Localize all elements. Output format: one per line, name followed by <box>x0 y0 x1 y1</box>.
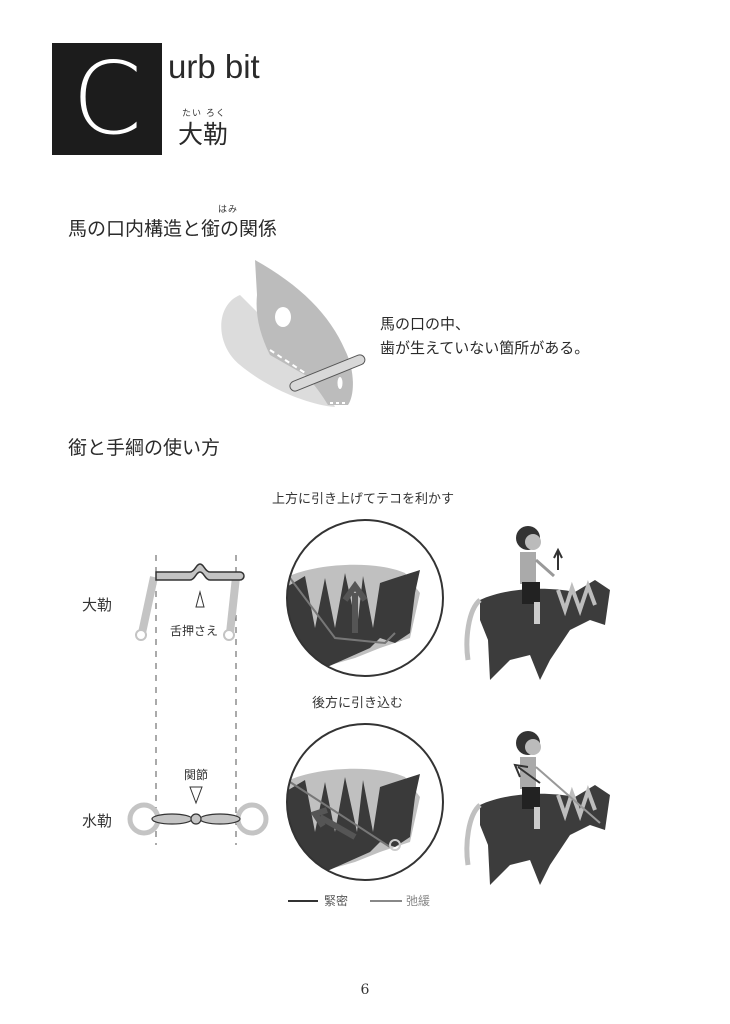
caption-lift-up: 上方に引き上げてテコを利かす <box>272 492 455 507</box>
heading-ruby-hami: はみ <box>218 205 239 215</box>
curb-annotation: 舌押さえ <box>170 624 219 638</box>
legend-tight-line <box>288 899 318 902</box>
rider-pull-back-illustration <box>464 731 610 885</box>
curb-label: 大勒 <box>82 596 113 614</box>
horse-head-curb-circle <box>286 519 444 677</box>
skull-description: 馬の口の中、 歯が生えていない箇所がある。 <box>380 312 589 360</box>
snaffle-annotation: 関節 <box>184 768 209 782</box>
title-ruby: たい ろく <box>182 109 226 119</box>
horse-skull-illustration <box>221 260 366 407</box>
legend-loose-label: 弛緩 <box>406 894 431 908</box>
legend-loose: 弛緩 <box>370 892 430 909</box>
legend-tight: 緊密 <box>288 892 348 909</box>
section1-heading: 馬の口内構造と銜の関係 <box>68 218 278 240</box>
rider-lift-up-illustration <box>464 526 610 680</box>
chapter-letter-box: C <box>52 43 162 155</box>
caption-pull-back: 後方に引き込む <box>312 696 404 711</box>
title-japanese: 大勒 <box>178 120 229 149</box>
title-english: urb bit <box>168 48 260 85</box>
snaffle-label: 水勒 <box>82 812 113 830</box>
page-number: 6 <box>360 982 370 998</box>
chapter-letter: C <box>72 40 142 157</box>
horse-head-snaffle-circle <box>286 723 444 881</box>
legend-tight-label: 緊密 <box>324 894 349 908</box>
legend-loose-line <box>370 899 402 902</box>
description-line-2: 歯が生えていない箇所がある。 <box>380 339 590 357</box>
bits-diagram <box>127 555 269 845</box>
section2-heading: 銜と手綱の使い方 <box>68 437 221 459</box>
description-line-1: 馬の口の中、 <box>380 315 471 333</box>
